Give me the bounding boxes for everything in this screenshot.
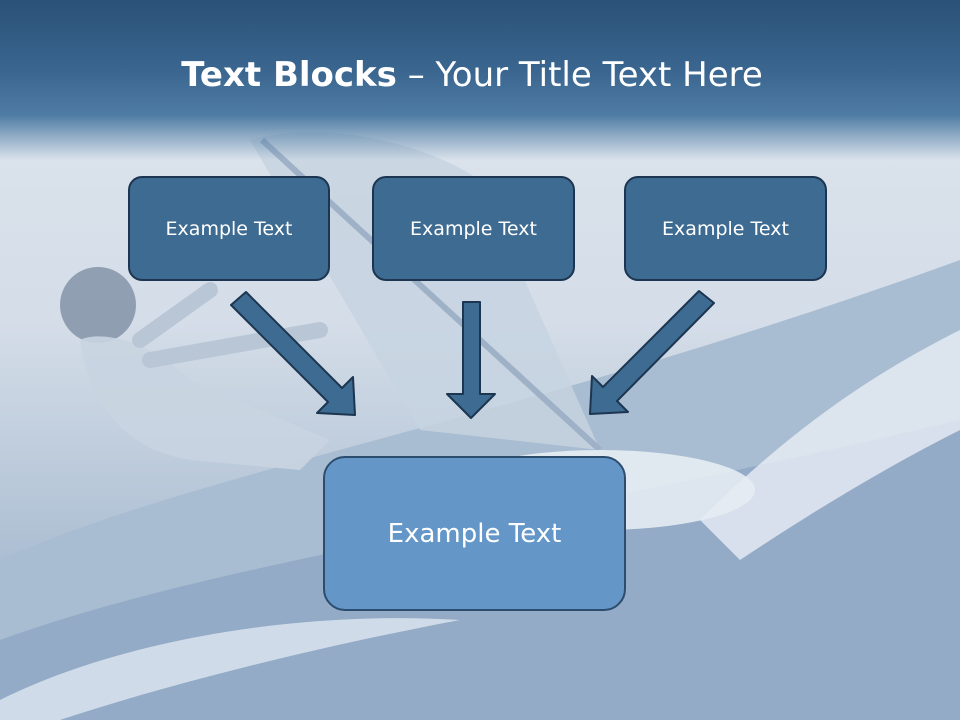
wave-foam xyxy=(700,330,960,560)
text-block-1[interactable]: Example Text xyxy=(128,176,330,281)
text-block-1-label: Example Text xyxy=(165,217,293,240)
rider-head xyxy=(60,267,136,343)
text-block-2-label: Example Text xyxy=(410,217,537,240)
text-block-3-label: Example Text xyxy=(662,217,789,240)
rider-body xyxy=(80,336,330,470)
wave-foam-low xyxy=(0,618,460,720)
text-block-3[interactable]: Example Text xyxy=(624,176,827,281)
title-rest: Your Title Text Here xyxy=(435,55,763,95)
rider-arms xyxy=(132,282,328,368)
title-bold: Text Blocks xyxy=(181,55,397,95)
arrow-left-to-center xyxy=(230,291,356,416)
main-text-block-label: Example Text xyxy=(387,518,562,549)
text-block-2[interactable]: Example Text xyxy=(372,176,575,281)
slide-title: Text Blocks – Your Title Text Here xyxy=(0,52,944,98)
arrow-middle-down xyxy=(446,301,496,419)
main-text-block[interactable]: Example Text xyxy=(323,456,626,611)
arrow-right-to-center xyxy=(589,290,715,415)
title-separator: – xyxy=(396,55,436,95)
title-band xyxy=(0,0,960,160)
